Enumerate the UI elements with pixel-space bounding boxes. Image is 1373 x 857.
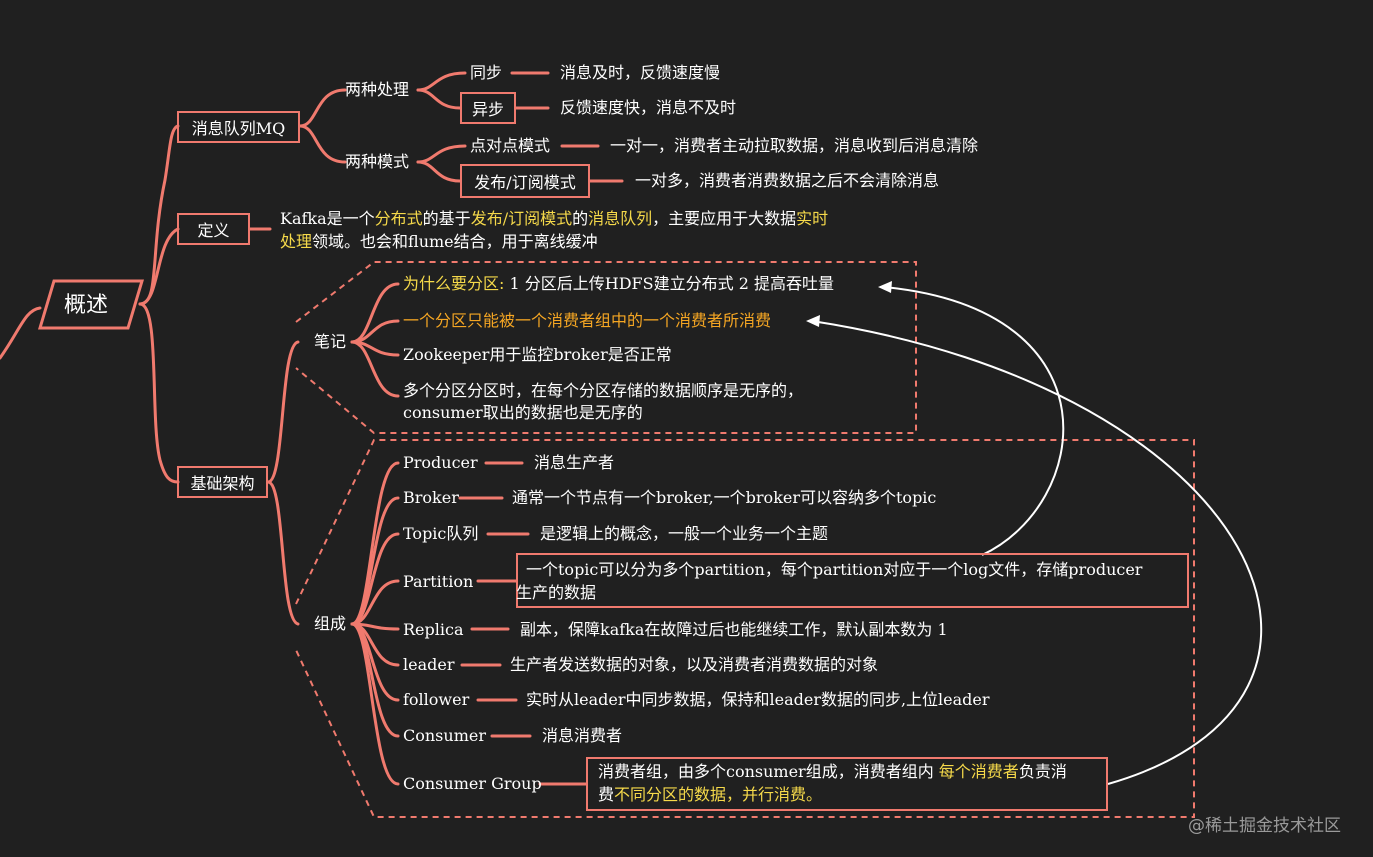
node-architecture-label: 基础架构 [190, 474, 255, 493]
node-definition-label: 定义 [197, 221, 230, 240]
node-modes[interactable]: 两种模式 [345, 152, 410, 171]
group-seg: 费 [598, 785, 615, 804]
note-partition-reason[interactable]: 为什么要分区: 1 分区后上传HDFS建立分布式 2 提高吞吐量 [403, 274, 834, 294]
definition-seg: ，主要应用于大数据 [652, 209, 797, 228]
comp-follower[interactable]: follower [403, 690, 470, 709]
comp-broker[interactable]: Broker [403, 488, 459, 507]
definition-seg: 领域。也会和flume结合，用于离线缓冲 [312, 232, 598, 251]
comp-consumer-group-desc-line1: 消费者组，由多个consumer组成，消费者组内 每个消费者负责消 [598, 762, 1067, 782]
definition-text-line1[interactable]: Kafka是一个分布式的基于发布/订阅模式的消息队列，主要应用于大数据实时 [280, 209, 828, 229]
group-highlight: 每个消费者 [938, 762, 1019, 781]
definition-highlight: 消息队列 [588, 209, 653, 228]
comp-topic-desc[interactable]: 是逻辑上的概念，一般一个业务一个主题 [540, 524, 829, 543]
comp-replica-desc[interactable]: 副本，保障kafka在故障过后也能继续工作，默认副本数为 1 [520, 620, 948, 639]
definition-highlight: 发布/订阅模式 [470, 209, 573, 228]
node-async-desc[interactable]: 反馈速度快，消息不及时 [560, 98, 737, 117]
node-p2p[interactable]: 点对点模式 [470, 136, 551, 155]
node-sync-desc[interactable]: 消息及时，反馈速度慢 [560, 63, 721, 82]
definition-seg: Kafka是一个 [280, 209, 375, 228]
comp-consumer-group-desc-line2: 费不同分区的数据，并行消费。 [598, 785, 822, 805]
note-partition-reason-text: 1 分区后上传HDFS建立分布式 2 提高吞吐量 [504, 274, 834, 293]
node-mq-label: 消息队列MQ [191, 119, 286, 138]
note-zookeeper[interactable]: Zookeeper用于监控broker是否正常 [403, 345, 672, 364]
comp-consumer-group[interactable]: Consumer Group [403, 774, 542, 793]
comp-producer-desc[interactable]: 消息生产者 [534, 453, 615, 472]
node-architecture[interactable]: 基础架构 [177, 466, 268, 498]
comp-consumer-desc[interactable]: 消息消费者 [542, 726, 623, 745]
node-processing[interactable]: 两种处理 [345, 80, 410, 99]
node-async-label: 异步 [471, 100, 504, 119]
definition-highlight: 实时 [796, 209, 829, 228]
node-pubsub-label: 发布/订阅模式 [474, 173, 576, 192]
comp-topic[interactable]: Topic队列 [403, 524, 479, 543]
note-order-line2[interactable]: consumer取出的数据也是无序的 [403, 403, 643, 422]
node-p2p-desc[interactable]: 一对一，消费者主动拉取数据，消息收到后消息清除 [610, 136, 979, 155]
watermark: @稀土掘金技术社区 [1188, 816, 1341, 836]
root-node-shape [37, 279, 145, 330]
node-sync[interactable]: 同步 [470, 63, 503, 82]
comp-consumer-group-desc-box[interactable] [586, 757, 1108, 811]
note-partition-reason-label: 为什么要分区: [403, 274, 505, 293]
node-pubsub-desc[interactable]: 一对多，消费者消费数据之后不会清除消息 [635, 171, 940, 190]
comp-leader-desc[interactable]: 生产者发送数据的对象，以及消费者消费数据的对象 [510, 655, 879, 674]
node-async[interactable]: 异步 [460, 92, 516, 124]
comp-producer[interactable]: Producer [403, 453, 478, 472]
group-seg: 消费者组，由多个consumer组成，消费者组内 [598, 762, 939, 781]
root-node[interactable]: 概述 [64, 293, 109, 318]
node-notes[interactable]: 笔记 [314, 332, 347, 351]
note-partition-consumer[interactable]: 一个分区只能被一个消费者组中的一个消费者所消费 [403, 311, 772, 330]
definition-highlight: 处理 [280, 232, 313, 251]
comp-broker-desc[interactable]: 通常一个节点有一个broker,一个broker可以容纳多个topic [512, 488, 937, 507]
comp-partition-desc-box[interactable] [516, 553, 1189, 608]
definition-seg: 的 [572, 209, 589, 228]
node-pubsub[interactable]: 发布/订阅模式 [460, 164, 590, 198]
comp-partition[interactable]: Partition [403, 572, 474, 591]
comp-replica[interactable]: Replica [403, 620, 464, 639]
group-highlight: 不同分区的数据，并行消费。 [614, 785, 823, 804]
definition-seg: 的基于 [422, 209, 471, 228]
node-mq[interactable]: 消息队列MQ [177, 111, 300, 143]
comp-partition-desc-line1: 一个topic可以分为多个partition，每个partition对应于一个l… [526, 560, 1143, 579]
node-components[interactable]: 组成 [314, 614, 347, 633]
comp-leader[interactable]: leader [403, 655, 455, 674]
definition-text-line2[interactable]: 处理领域。也会和flume结合，用于离线缓冲 [280, 232, 598, 252]
group-seg: 负责消 [1018, 762, 1067, 781]
comp-partition-desc-line2: 生产的数据 [516, 583, 597, 602]
definition-highlight: 分布式 [374, 209, 423, 228]
node-definition[interactable]: 定义 [177, 213, 250, 245]
comp-follower-desc[interactable]: 实时从leader中同步数据，保持和leader数据的同步,上位leader [526, 690, 990, 709]
note-order-line1[interactable]: 多个分区分区时，在每个分区存储的数据顺序是无序的， [403, 381, 804, 400]
comp-consumer[interactable]: Consumer [403, 726, 486, 745]
